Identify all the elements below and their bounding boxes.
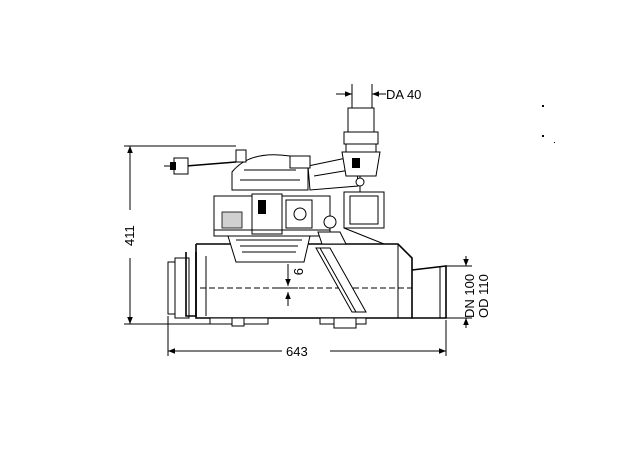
specks xyxy=(542,105,555,143)
mechanism-housing xyxy=(164,149,385,263)
pipe-body xyxy=(167,243,447,329)
dim-height: 411 xyxy=(122,145,236,325)
dim-da40-label: DA 40 xyxy=(386,87,421,102)
dim-od-label: OD 110 xyxy=(476,274,491,318)
dim-offset-label: 9 xyxy=(291,268,306,275)
dim-offset: 9 xyxy=(272,264,306,306)
inlet-stack xyxy=(341,107,381,192)
dim-length-label: 643 xyxy=(286,344,308,359)
dim-da40: DA 40 xyxy=(336,84,421,108)
dim-pipe-diameter: DN 100 OD 110 xyxy=(446,256,491,328)
dim-dn-label: DN 100 xyxy=(462,274,477,318)
dim-height-label: 411 xyxy=(122,225,137,246)
dim-length: 643 xyxy=(167,316,447,359)
